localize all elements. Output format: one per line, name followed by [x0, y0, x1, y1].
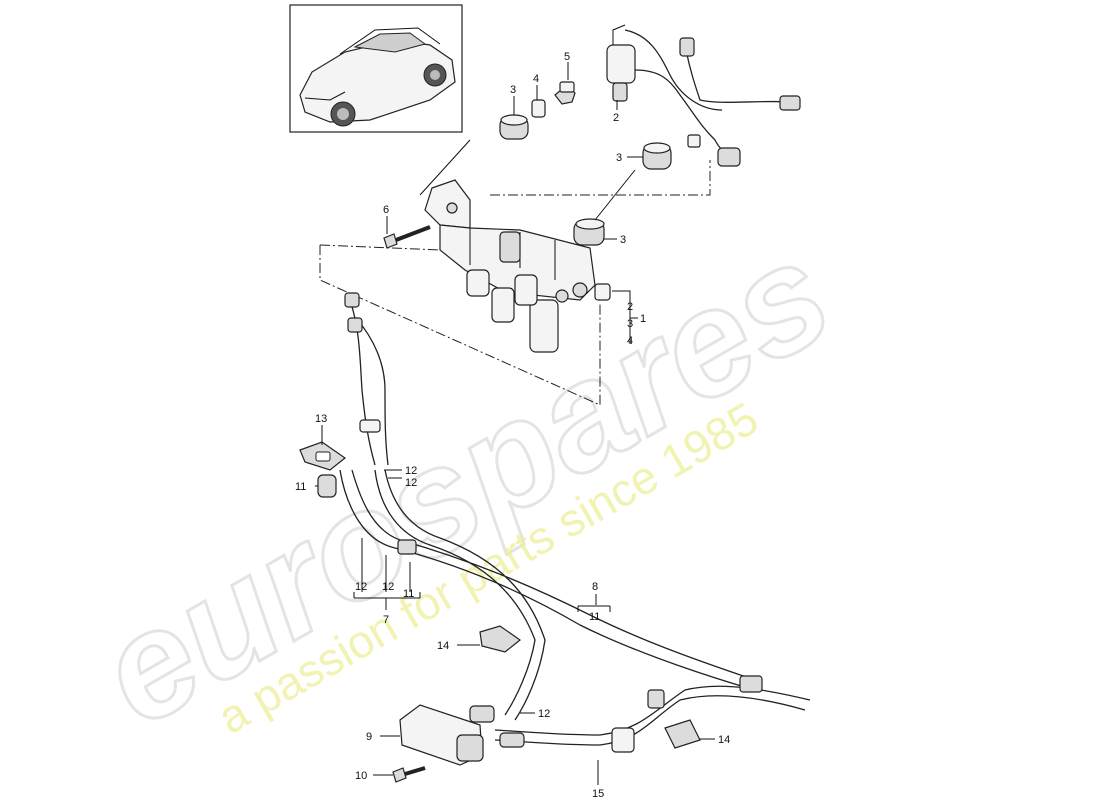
bolt-6 — [383, 225, 431, 249]
callout-5: 5 — [564, 51, 570, 63]
grommet-3-right-lower — [573, 218, 605, 246]
callout-3: 3 — [620, 234, 626, 246]
callout-7: 7 — [383, 614, 389, 626]
grommet-3-upper-left — [499, 114, 529, 140]
callout-3: 3 — [616, 152, 622, 164]
callout-3: 3 — [627, 318, 633, 330]
callout-11: 11 — [295, 481, 306, 493]
callout-8: 8 — [592, 581, 598, 593]
watermark-brand: eurospares — [72, 208, 856, 758]
clip-14-left — [479, 625, 522, 653]
clip-14-right — [664, 719, 701, 749]
vehicle-thumbnail — [289, 4, 463, 133]
callout-2: 2 — [627, 301, 633, 313]
callout-9: 9 — [366, 731, 372, 743]
part-4-sleeve — [531, 99, 546, 118]
callout-1: 1 — [640, 313, 646, 325]
callout-2: 2 — [613, 112, 619, 124]
part-2-sensor — [606, 24, 636, 102]
bolt-10 — [392, 766, 426, 783]
reference-lines — [319, 139, 711, 406]
callout-13: 13 — [315, 413, 327, 425]
callout-6: 6 — [383, 204, 389, 216]
callout-4: 4 — [627, 335, 633, 347]
wiring-harness — [624, 29, 801, 167]
callout-14: 14 — [718, 734, 730, 746]
callout-11: 11 — [403, 588, 414, 600]
leader-lines — [315, 62, 715, 785]
damper-9 — [399, 704, 484, 766]
callout-12: 12 — [405, 477, 417, 489]
callout-7-marker: 12 — [382, 581, 394, 593]
callout-15: 15 — [592, 788, 604, 800]
pipe-lines — [339, 292, 811, 753]
callout-4: 4 — [533, 73, 539, 85]
valve-block-assembly — [424, 179, 611, 353]
callout-3: 3 — [510, 84, 516, 96]
part-5-fitting — [554, 81, 576, 105]
callout-labels: 3 4 5 2 3 3 6 2 3 1 4 13 11 12 12 12 12 … — [295, 51, 730, 800]
clip-13 — [299, 441, 347, 471]
callout-12: 12 — [538, 708, 550, 720]
watermark: eurospares a passion for parts since 198… — [71, 206, 858, 759]
grommet-3-right-upper — [642, 142, 672, 170]
bushing-11 — [317, 474, 337, 498]
callout-11: 11 — [589, 611, 600, 623]
callout-12: 12 — [355, 581, 367, 593]
callout-12: 12 — [405, 465, 417, 477]
callout-14: 14 — [437, 640, 449, 652]
callout-10: 10 — [355, 770, 367, 782]
